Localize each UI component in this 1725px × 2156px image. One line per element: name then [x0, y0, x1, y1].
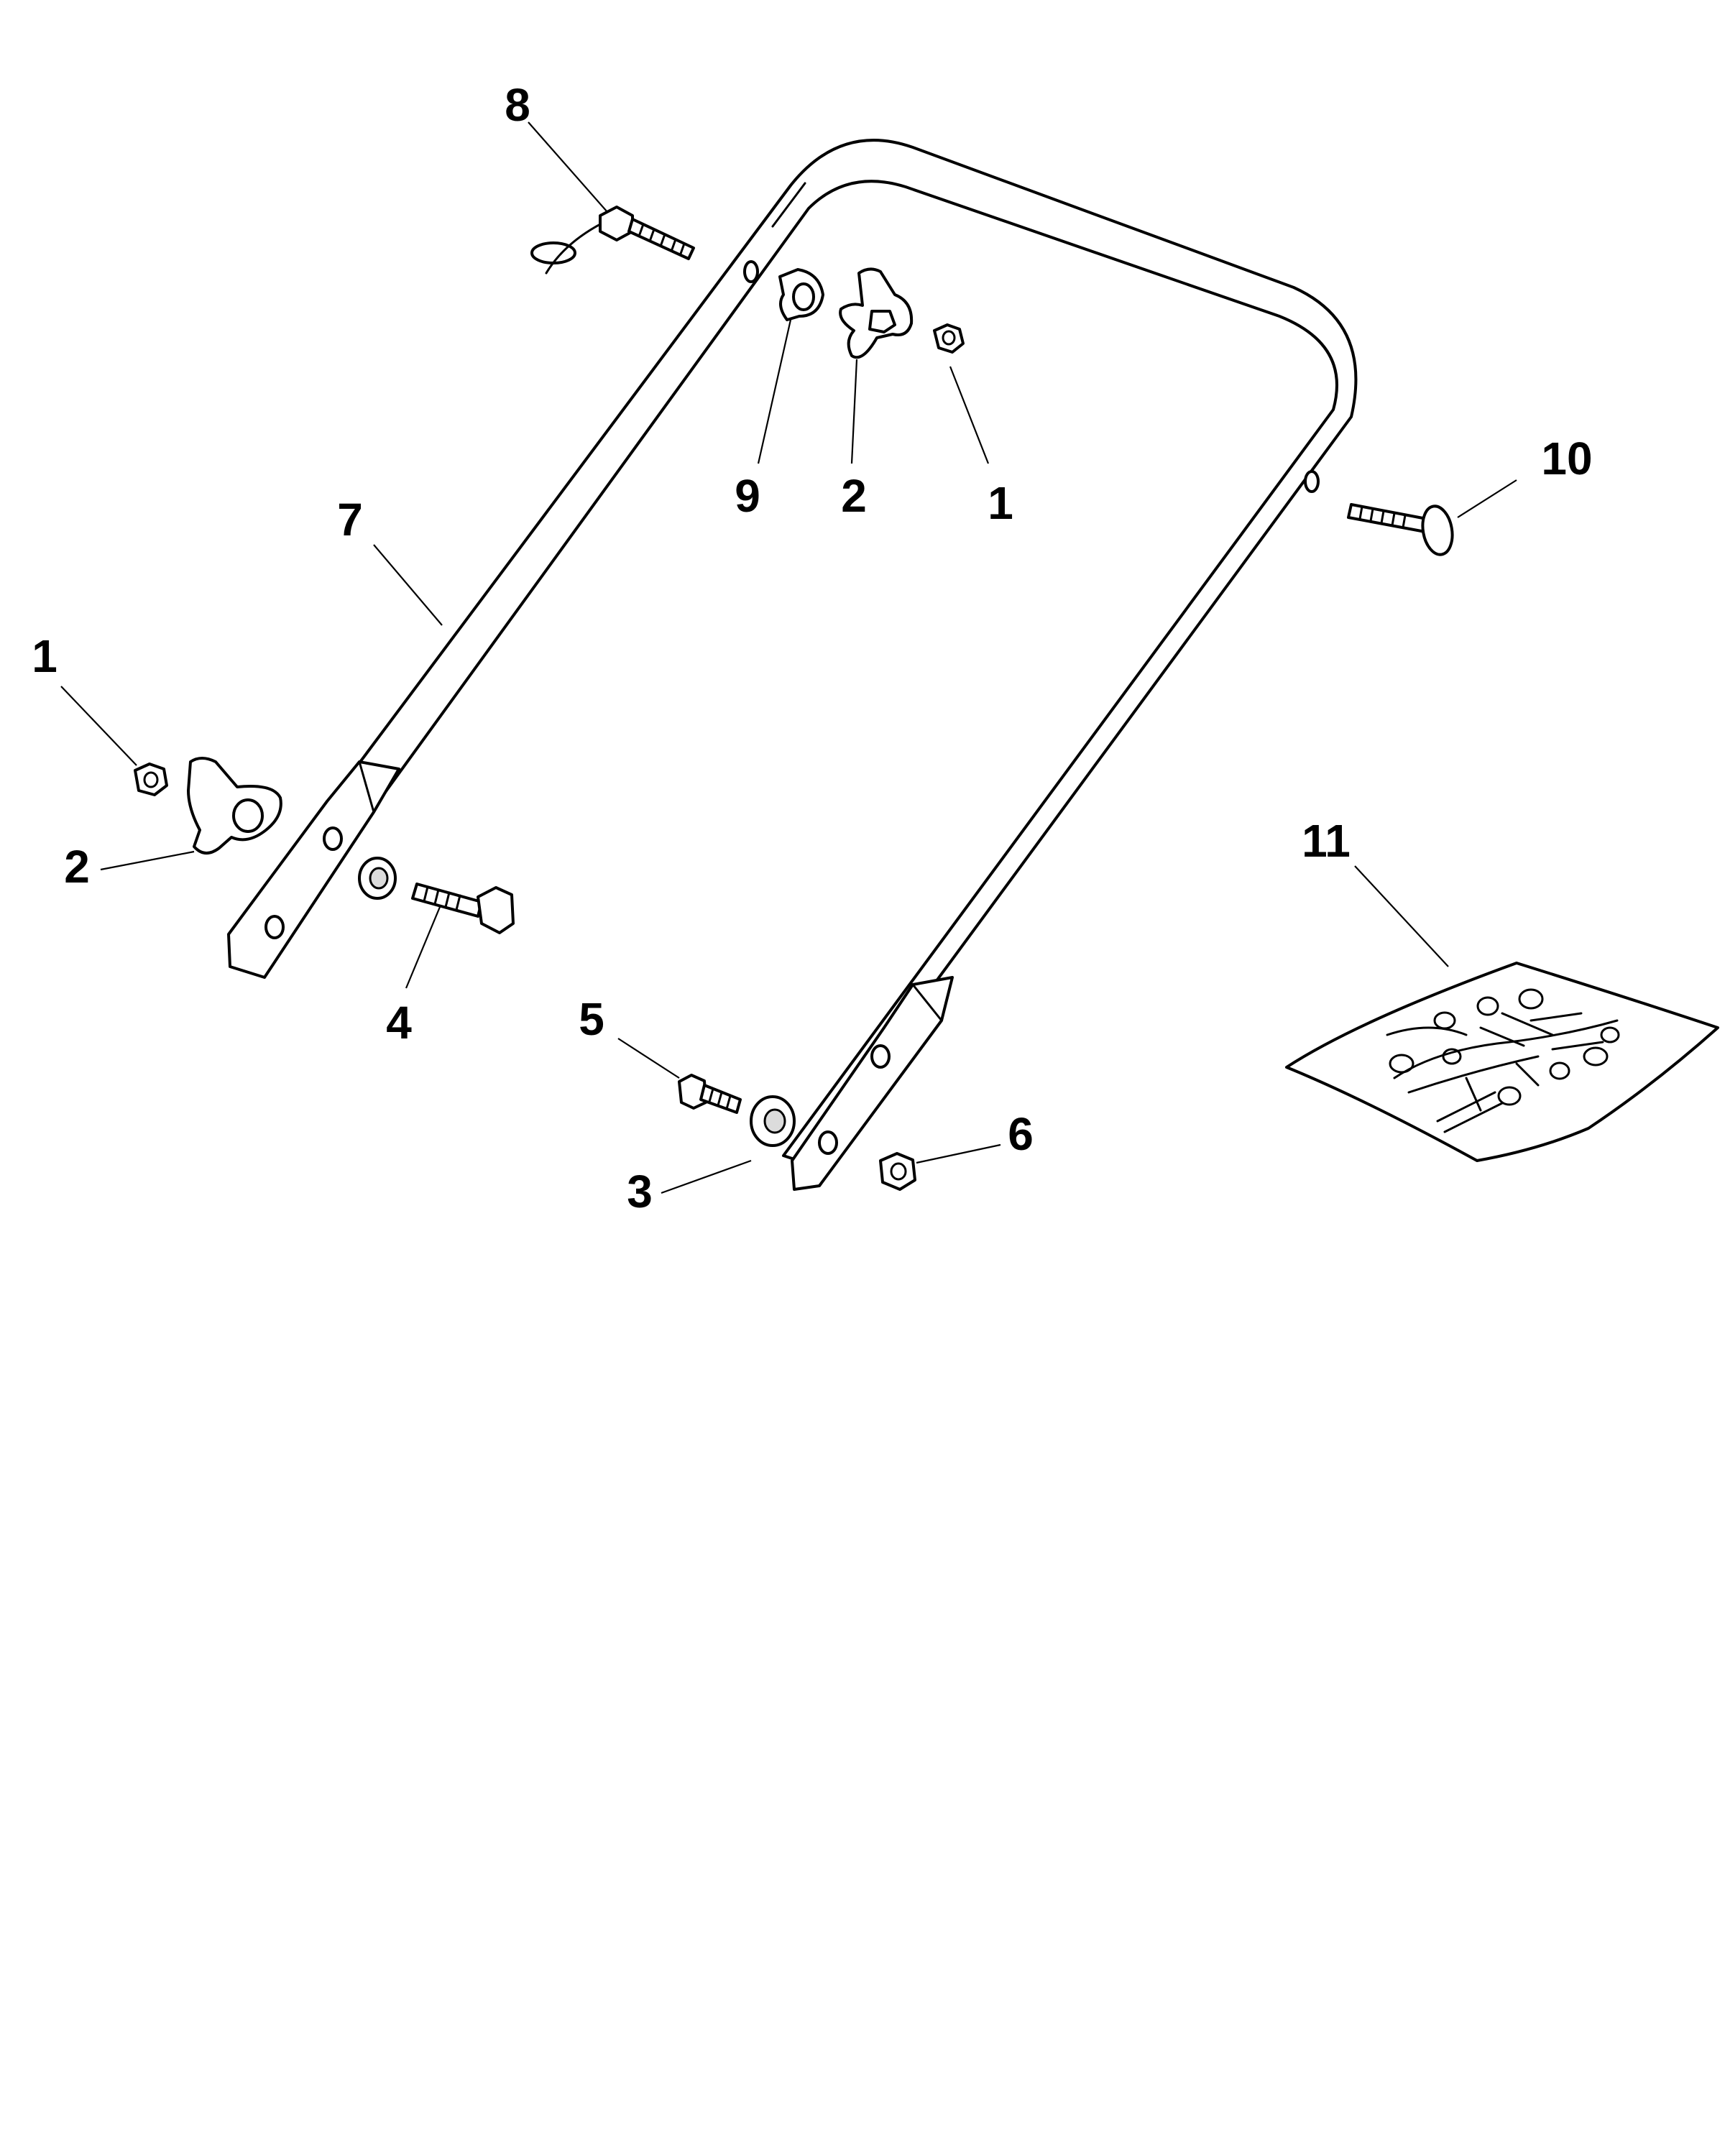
leader-lines [60, 121, 1517, 1194]
nut [134, 763, 168, 796]
wing-knob [187, 757, 282, 854]
short-bolt [678, 1074, 742, 1114]
leader-4 [405, 906, 441, 989]
callout-labels: 8 9 2 1 10 7 1 2 4 5 3 6 11 [32, 79, 1592, 1217]
callout-2: 2 [64, 841, 90, 893]
lock-nut [879, 1152, 916, 1191]
handle-frame [227, 139, 1358, 1191]
callout-11: 11 [1302, 815, 1351, 867]
callout-10: 10 [1541, 433, 1592, 484]
callout-3: 3 [627, 1166, 653, 1217]
leader-10 [1457, 479, 1517, 518]
leader-5 [617, 1038, 680, 1079]
hardware-kit-bag [1285, 962, 1719, 1162]
leader-1b [60, 686, 137, 766]
leader-2b [100, 850, 195, 871]
washer [358, 857, 397, 900]
wing-knob [839, 267, 914, 359]
leader-1a [949, 366, 990, 464]
callout-1: 1 [32, 630, 58, 682]
nut [933, 323, 965, 354]
leader-8 [528, 121, 608, 213]
hex-bolt [411, 883, 515, 934]
callout-8: 8 [505, 79, 530, 131]
callout-6: 6 [1008, 1108, 1034, 1160]
carriage-bolt [1347, 503, 1454, 556]
cable-guide [778, 268, 824, 321]
callout-2: 2 [841, 470, 867, 522]
leader-9 [757, 319, 792, 464]
callout-1: 1 [988, 477, 1013, 529]
callout-4: 4 [386, 997, 412, 1049]
leader-11 [1354, 865, 1449, 967]
leader-6 [916, 1143, 1001, 1164]
callout-5: 5 [579, 993, 604, 1045]
cable-clip-bolt [530, 206, 695, 275]
leader-2a [850, 359, 858, 464]
leader-7 [373, 544, 443, 626]
callout-7: 7 [337, 494, 363, 545]
callout-9: 9 [735, 470, 760, 522]
leader-3 [661, 1159, 752, 1194]
spacer-washer [750, 1095, 796, 1147]
